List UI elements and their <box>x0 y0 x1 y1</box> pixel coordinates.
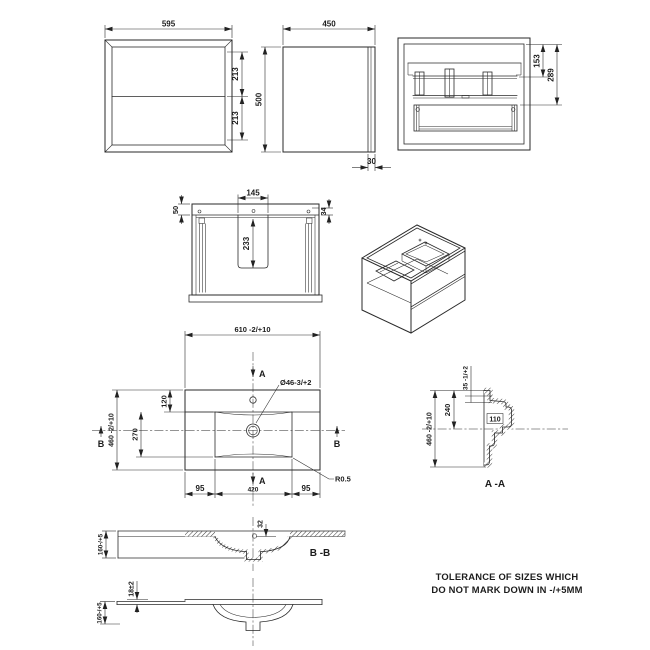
front-view-outline <box>104 39 233 153</box>
dim-top-50: 50 <box>171 206 180 214</box>
section-aa-label: A -A <box>485 479 505 490</box>
cabinet-plan-rails <box>199 223 312 293</box>
front-view: 595 213 213 <box>104 20 248 153</box>
basin-plan-view: 610 -2/+10 460 -2/+10 120 270 95 <box>92 325 351 508</box>
dim-aa-110: 110 <box>489 417 500 424</box>
basin-bowl-depth-dimension: 270 <box>131 412 213 458</box>
dim-basin-610: 610 -2/+10 <box>234 325 270 334</box>
dim-top-145: 145 <box>246 189 260 198</box>
basin-bottom-dimensions: 95 420 95 <box>184 459 321 498</box>
section-aa-dimensions: 460 -2/+10 240 35 -1/+2 <box>427 366 492 468</box>
section-bb-label: B -B <box>310 548 331 559</box>
cabinet-plan-dimensions: 145 50 34 233 <box>171 189 333 268</box>
cabinet-plan-view: 145 50 34 233 <box>171 189 333 303</box>
dim-bb-160: 160-/+5 <box>98 533 105 555</box>
tolerance-note-line1: TOLERANCE OF SIZES WHICH <box>436 571 579 582</box>
dim-basin-270: 270 <box>131 428 140 441</box>
dim-aa-240: 240 <box>443 404 452 417</box>
dim-tap-hole: Ø46-3/+2 <box>280 378 311 387</box>
dim-bb-32: 32 <box>258 520 265 528</box>
dim-aa-35: 35 -1/+2 <box>463 366 470 390</box>
side-depth-dimension: 450 <box>282 20 376 45</box>
dim-drawer-bottom: 213 <box>231 111 240 125</box>
back-view-outline <box>397 37 531 151</box>
section-markers-b: B B <box>98 426 341 449</box>
side-profile-view: 18±2 160-/+5 <box>97 578 323 646</box>
dim-side-depth: 450 <box>322 20 336 29</box>
back-mounting-brackets <box>414 68 493 98</box>
side-view-outline <box>282 46 376 153</box>
section-marker-b-left: B <box>98 439 105 449</box>
corner-radius-callout: R0.5 <box>292 457 351 484</box>
tap-hole-callout: Ø46-3/+2 <box>255 378 311 424</box>
dim-profile-18: 18±2 <box>129 581 136 597</box>
basin-plan-outline <box>184 389 321 471</box>
front-drawer-dimensions: 213 213 <box>227 51 248 141</box>
back-dimensions: 153 289 <box>519 44 562 106</box>
dim-corner-radius: R0.5 <box>335 475 351 484</box>
section-bb-outline <box>117 530 346 562</box>
dim-drawer-top: 213 <box>231 67 240 81</box>
dim-basin-95-left: 95 <box>196 484 205 493</box>
basin-depth-dimension: 460 -2/+10 <box>109 389 183 471</box>
section-bb-view: 32 160-/+5 B -B <box>98 517 346 571</box>
dim-basin-460: 460 -2/+10 <box>109 413 116 447</box>
tolerance-note: TOLERANCE OF SIZES WHICH DO NOT MARK DOW… <box>431 571 582 595</box>
dim-side-height: 500 <box>255 92 264 106</box>
dim-front-width: 595 <box>162 20 176 29</box>
side-back-panel-dimension: 30 <box>352 154 391 171</box>
front-width-dimension: 595 <box>104 20 233 38</box>
dim-profile-160: 160-/+5 <box>97 602 104 624</box>
dim-top-34: 34 <box>321 208 328 216</box>
dim-basin-120: 120 <box>160 395 169 408</box>
cabinet-plan-outline <box>188 203 323 303</box>
dim-back-153: 153 <box>533 54 542 68</box>
section-bb-dimensions: 32 160-/+5 <box>98 520 276 559</box>
section-marker-a-bottom: A <box>259 476 266 486</box>
basin-tap-offset-dimension: 120 <box>160 390 213 413</box>
dim-side-back-panel: 30 <box>367 157 376 166</box>
side-profile-outline <box>116 599 323 631</box>
back-view: 153 289 <box>397 37 562 151</box>
section-marker-b-right: B <box>334 439 341 449</box>
dim-back-289: 289 <box>547 68 556 82</box>
basin-width-dimension: 610 -2/+10 <box>184 325 321 388</box>
dim-basin-420: 420 <box>248 487 259 494</box>
section-markers-a: A A <box>250 366 266 486</box>
isometric-interior <box>366 238 450 304</box>
side-profile-dimensions: 18±2 160-/+5 <box>97 581 148 625</box>
dim-aa-460: 460 -2/+10 <box>427 412 434 446</box>
side-height-dimension: 500 <box>255 46 281 153</box>
dim-basin-95-right: 95 <box>302 484 311 493</box>
tolerance-note-line2: DO NOT MARK DOWN IN -/+5MM <box>431 584 582 595</box>
dim-top-233: 233 <box>242 236 251 250</box>
side-view: 450 500 30 <box>255 20 391 171</box>
back-upper-rail <box>412 75 518 99</box>
back-lower-drawer <box>413 104 518 132</box>
section-aa-view: 110 460 -2/+10 240 35 -1/+2 A -A <box>422 366 568 490</box>
section-aa-profile: 110 <box>483 387 515 468</box>
isometric-view <box>361 224 466 334</box>
section-marker-a-top: A <box>259 369 266 379</box>
